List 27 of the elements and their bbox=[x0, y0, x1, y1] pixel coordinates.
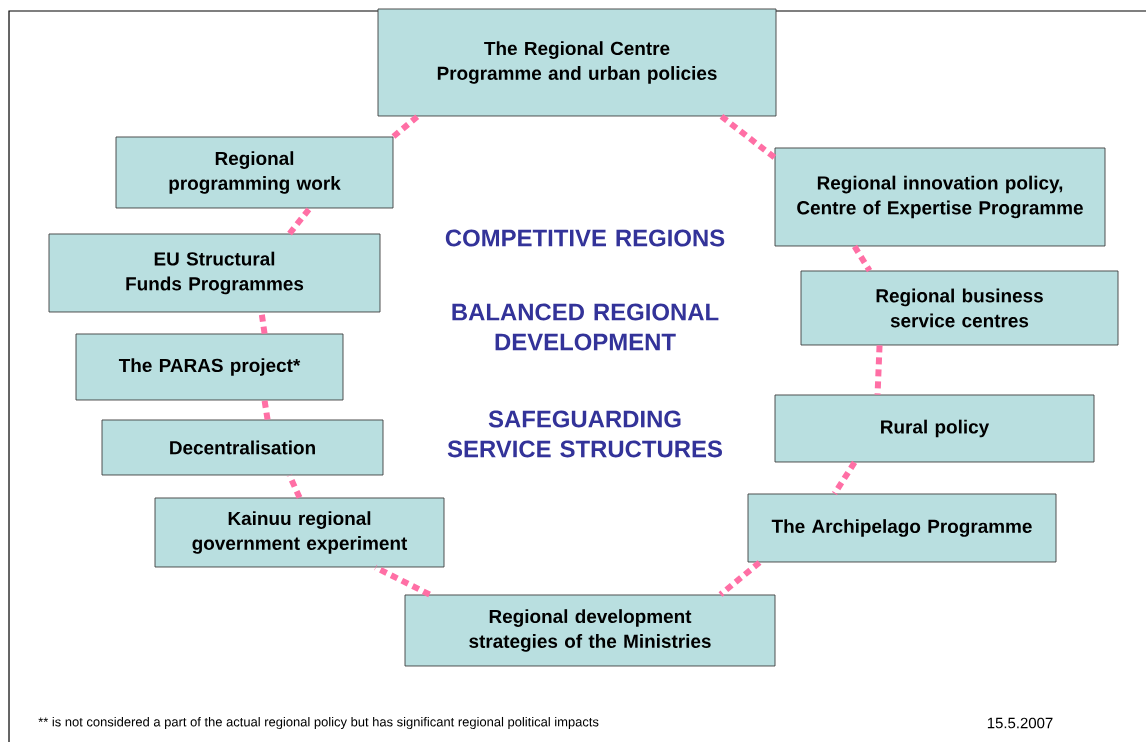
dashed-connector bbox=[287, 206, 312, 236]
theme-heading: COMPETITIVE REGIONS bbox=[445, 229, 725, 247]
dashed-connector bbox=[832, 460, 858, 496]
program-box: Regional business service centres bbox=[800, 270, 1119, 346]
dashed-connector bbox=[261, 400, 271, 420]
theme-heading: SAFEGUARDING SERVICE STRUCTURES bbox=[447, 410, 722, 458]
dashed-connector bbox=[852, 244, 873, 273]
dashed-connector bbox=[286, 474, 303, 499]
footnote: ** is not considered a part of the actual regional policy but has significant regional political impacts bbox=[38, 716, 599, 730]
program-box: Regional innovation policy, Centre of Expertise Programme bbox=[774, 147, 1106, 247]
program-box: Regional programming work bbox=[115, 136, 394, 209]
dashed-connector bbox=[719, 114, 777, 160]
program-box: Regional development strategies of the Ministries bbox=[404, 594, 776, 667]
dashed-connector bbox=[718, 560, 762, 597]
program-box: Decentralisation bbox=[101, 419, 384, 476]
program-box: Kainuu regional government experiment bbox=[154, 497, 445, 568]
theme-heading: BALANCED REGIONAL DEVELOPMENT bbox=[452, 303, 719, 351]
dashed-connector bbox=[391, 114, 420, 139]
date: 15.5.2007 bbox=[987, 717, 1053, 729]
program-box: The PARAS project* bbox=[75, 333, 344, 401]
program-box: Rural policy bbox=[774, 394, 1095, 463]
dashed-connector bbox=[258, 312, 268, 334]
program-box: The Archipelago Programme bbox=[747, 493, 1057, 563]
dashed-connector bbox=[374, 564, 431, 598]
dashed-connector bbox=[874, 345, 883, 395]
program-box: EU Structural Funds Programmes bbox=[48, 233, 381, 313]
program-box: The Regional Centre Programme and urban policies bbox=[377, 8, 777, 117]
